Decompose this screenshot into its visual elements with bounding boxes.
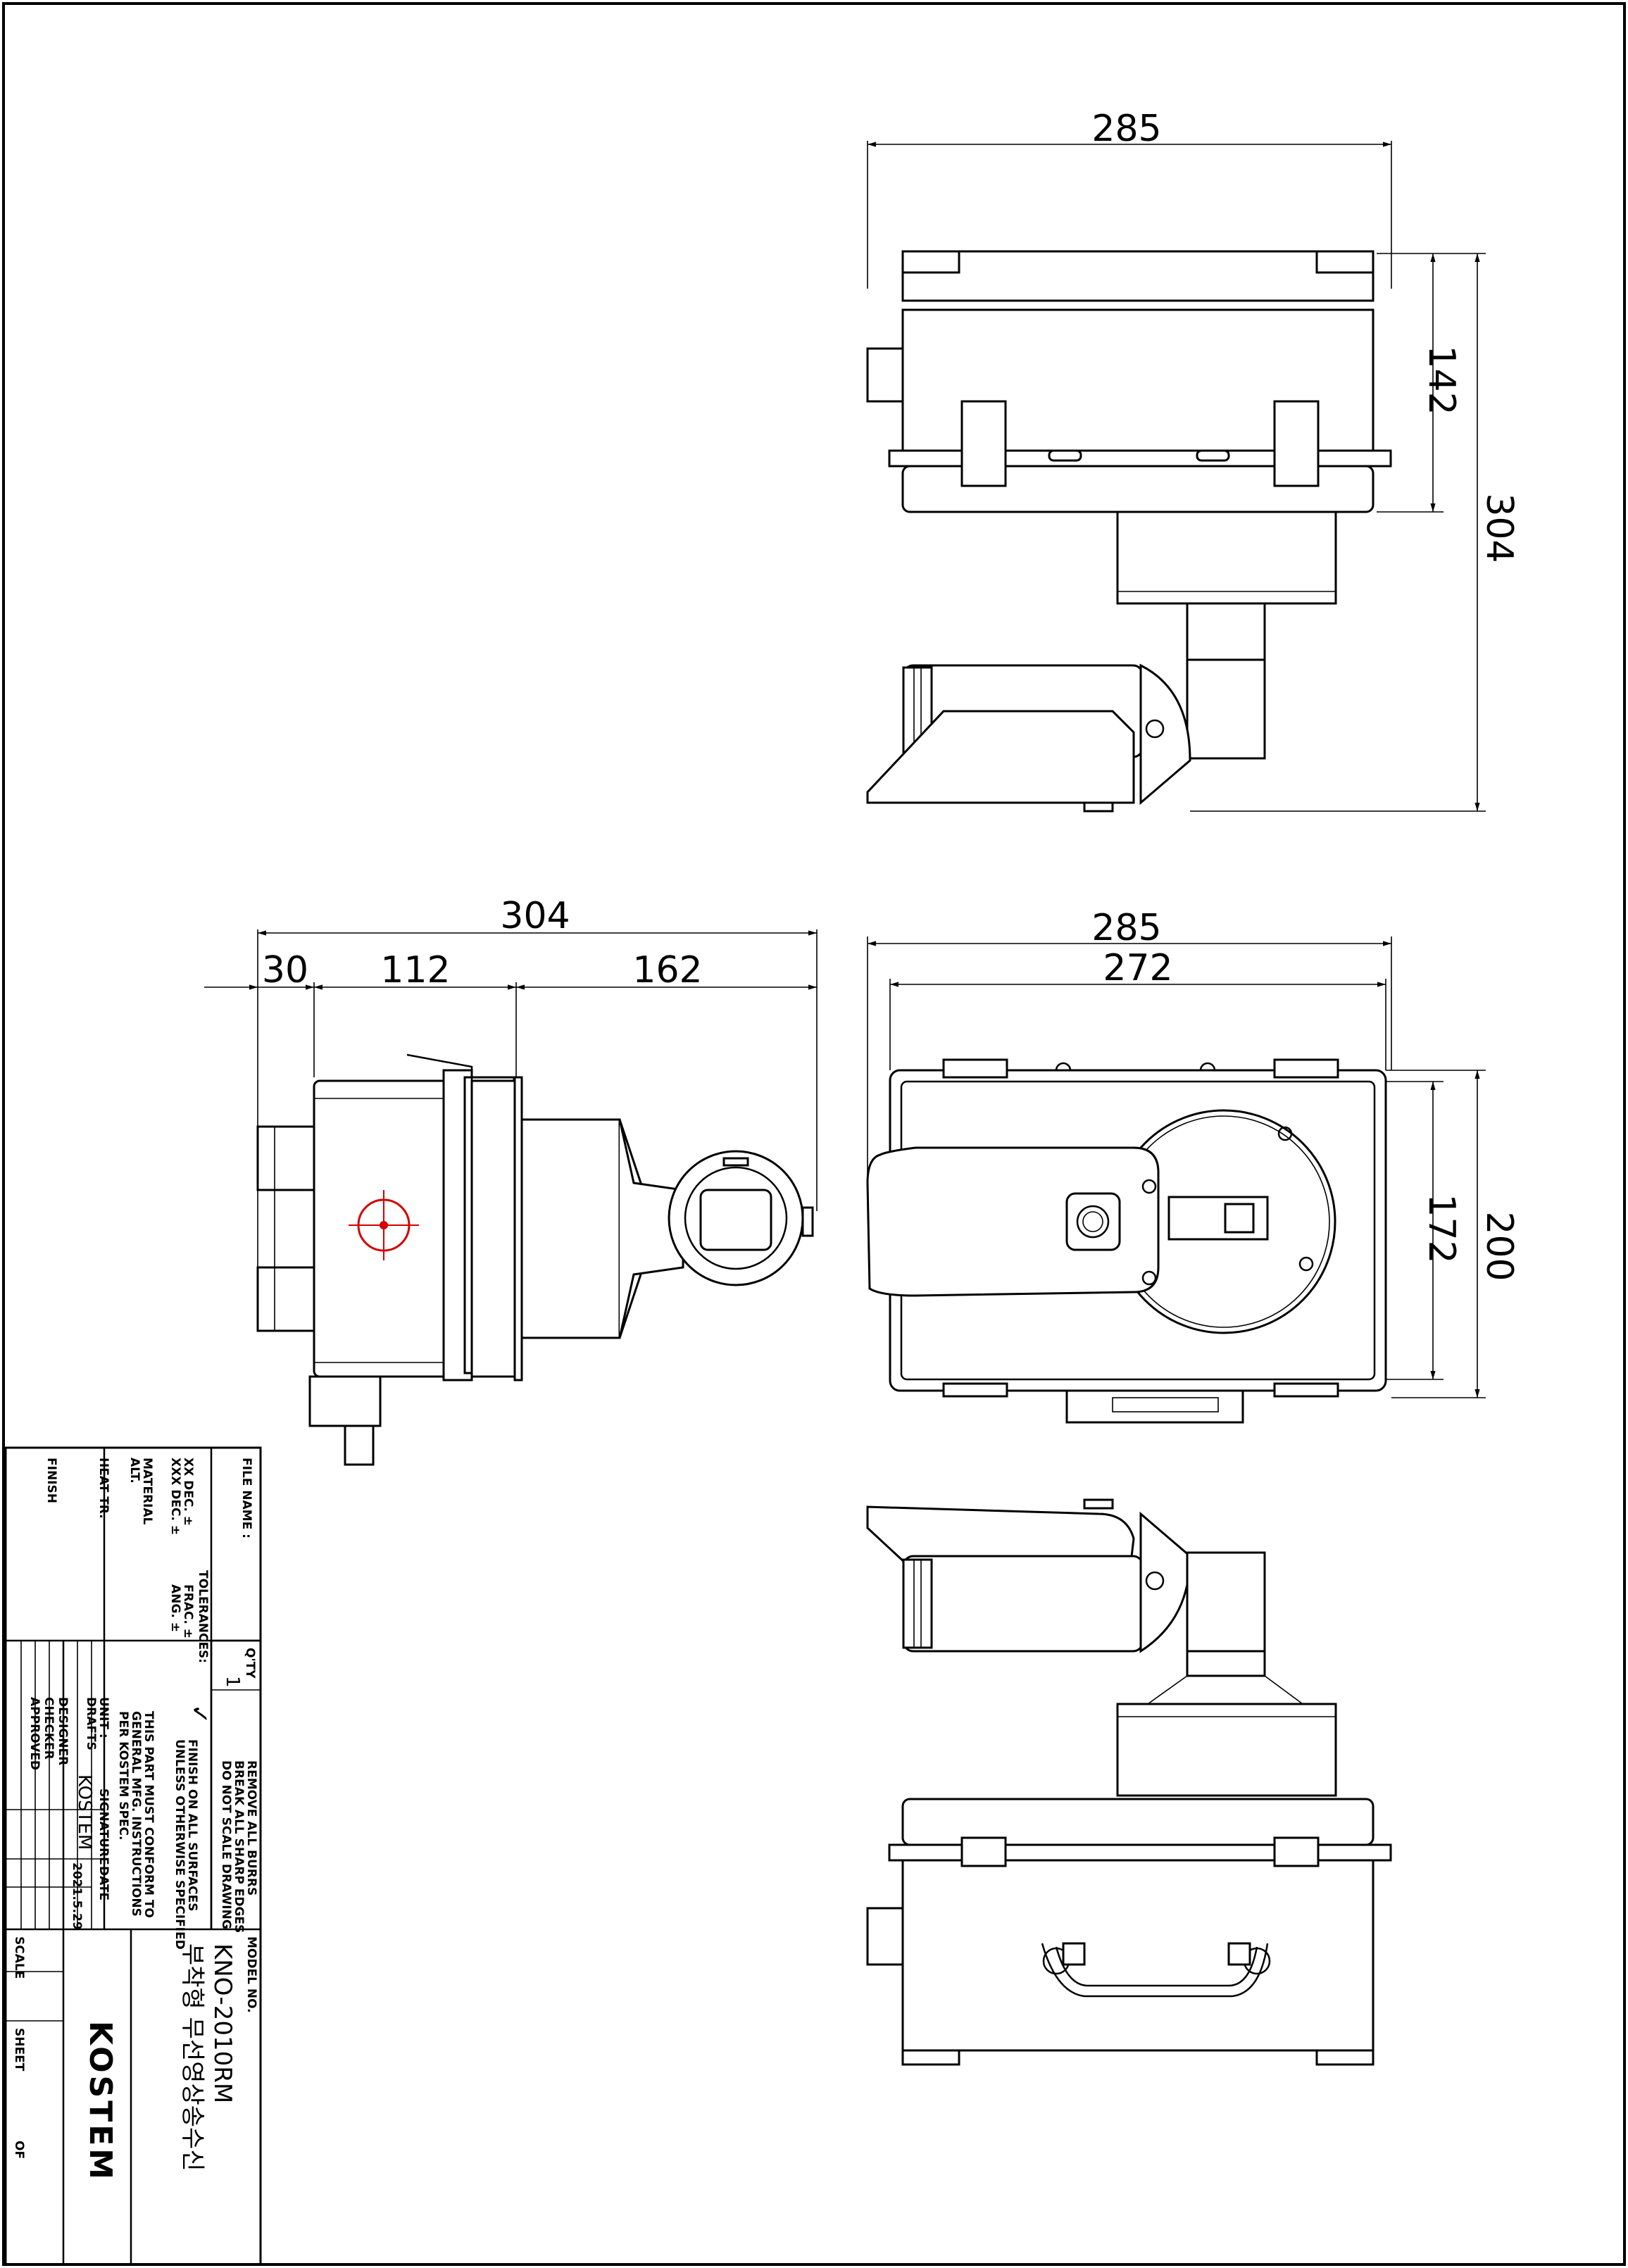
tolerances-label: TOLERANCES:	[196, 1570, 210, 1663]
finish-note-1: FINISH ON ALL SURFACES	[185, 1739, 199, 1912]
conform-1: THIS PART MUST CONFORM TO	[142, 1711, 156, 1918]
model-no-label: MODEL NO.	[244, 1936, 258, 2013]
checkmark-icon: ✓	[185, 1704, 213, 1724]
dim-front-inner-width: 272	[1103, 947, 1172, 989]
designer-signature: KOSTEM	[74, 1774, 95, 1850]
date-label: DATE	[96, 1866, 111, 1900]
finish-note-2: UNLESS OTHERWISE SPECIFIED	[173, 1739, 187, 1950]
notes-3: DO NOT SCALE DRAWING	[219, 1760, 233, 1929]
top-view: 285 142 304	[866, 108, 1520, 813]
dim-side-b: 112	[380, 949, 450, 991]
dim-side-total: 304	[500, 895, 570, 937]
designer-label: DESIGNER	[56, 1697, 70, 1765]
sheet-label: SHEET	[12, 2028, 26, 2072]
conform-3: PER KOSTEM SPEC.	[116, 1711, 130, 1840]
bottom-view	[866, 1498, 1392, 2066]
notes-2: BREAK ALL SHARP EDGES	[232, 1760, 246, 1933]
xx-dec: XX DEC. ±	[181, 1458, 195, 1526]
conform-2: GENERAL MFG. INSTRUCTIONS	[129, 1711, 143, 1917]
dim-top-total-height: 304	[1478, 493, 1520, 563]
frac: FRAC. ±	[181, 1584, 195, 1639]
designer-date: 2021.5.29	[70, 1862, 84, 1930]
dim-front-outer-width: 285	[1091, 907, 1161, 949]
qty-value: 1	[222, 1676, 243, 1688]
signature-label: SIGNATURE	[96, 1788, 111, 1865]
dim-front-inner-height: 172	[1420, 1193, 1463, 1263]
model-no: KNO-2010RM	[208, 1943, 237, 2103]
title-block: FILE NAME : Q'TY 1 TOLERANCES: XX DEC. ±…	[4, 1446, 262, 2266]
front-view: 285 272 172	[866, 907, 1520, 1424]
dim-top-body-height: 142	[1420, 345, 1463, 415]
dim-front-outer-height: 200	[1478, 1211, 1520, 1281]
dim-side-c: 162	[632, 949, 702, 991]
company-logo: KOSTEM	[82, 2021, 118, 2182]
unit-label: UNIT :	[96, 1697, 111, 1738]
dim-side-a: 30	[262, 949, 308, 991]
dim-top-width: 285	[1091, 108, 1161, 150]
scale-label: SCALE	[12, 1936, 26, 1979]
alt-label: ALT.	[127, 1458, 142, 1484]
xxx-dec: XXX DEC. ±	[168, 1458, 182, 1535]
model-name-kr: 부착형 무선영상송수신	[178, 1943, 206, 2172]
approved-label: APPROVED	[27, 1697, 42, 1770]
notes-1: REMOVE ALL BURRS	[244, 1760, 258, 1896]
material-label: MATERIAL	[140, 1458, 154, 1525]
finish-label: FINISH	[44, 1458, 58, 1503]
file-name-label: FILE NAME :	[239, 1458, 253, 1539]
checker-label: CHECKER	[42, 1697, 56, 1760]
qty-label: Q'TY	[243, 1648, 257, 1679]
of-label: OF	[12, 2141, 26, 2159]
side-view: 304 30 112 162	[204, 895, 818, 1466]
drafts-label: DRAFTS	[84, 1697, 98, 1750]
ang: ANG. ±	[168, 1584, 182, 1632]
heat-label: HEAT TR.	[96, 1458, 111, 1519]
